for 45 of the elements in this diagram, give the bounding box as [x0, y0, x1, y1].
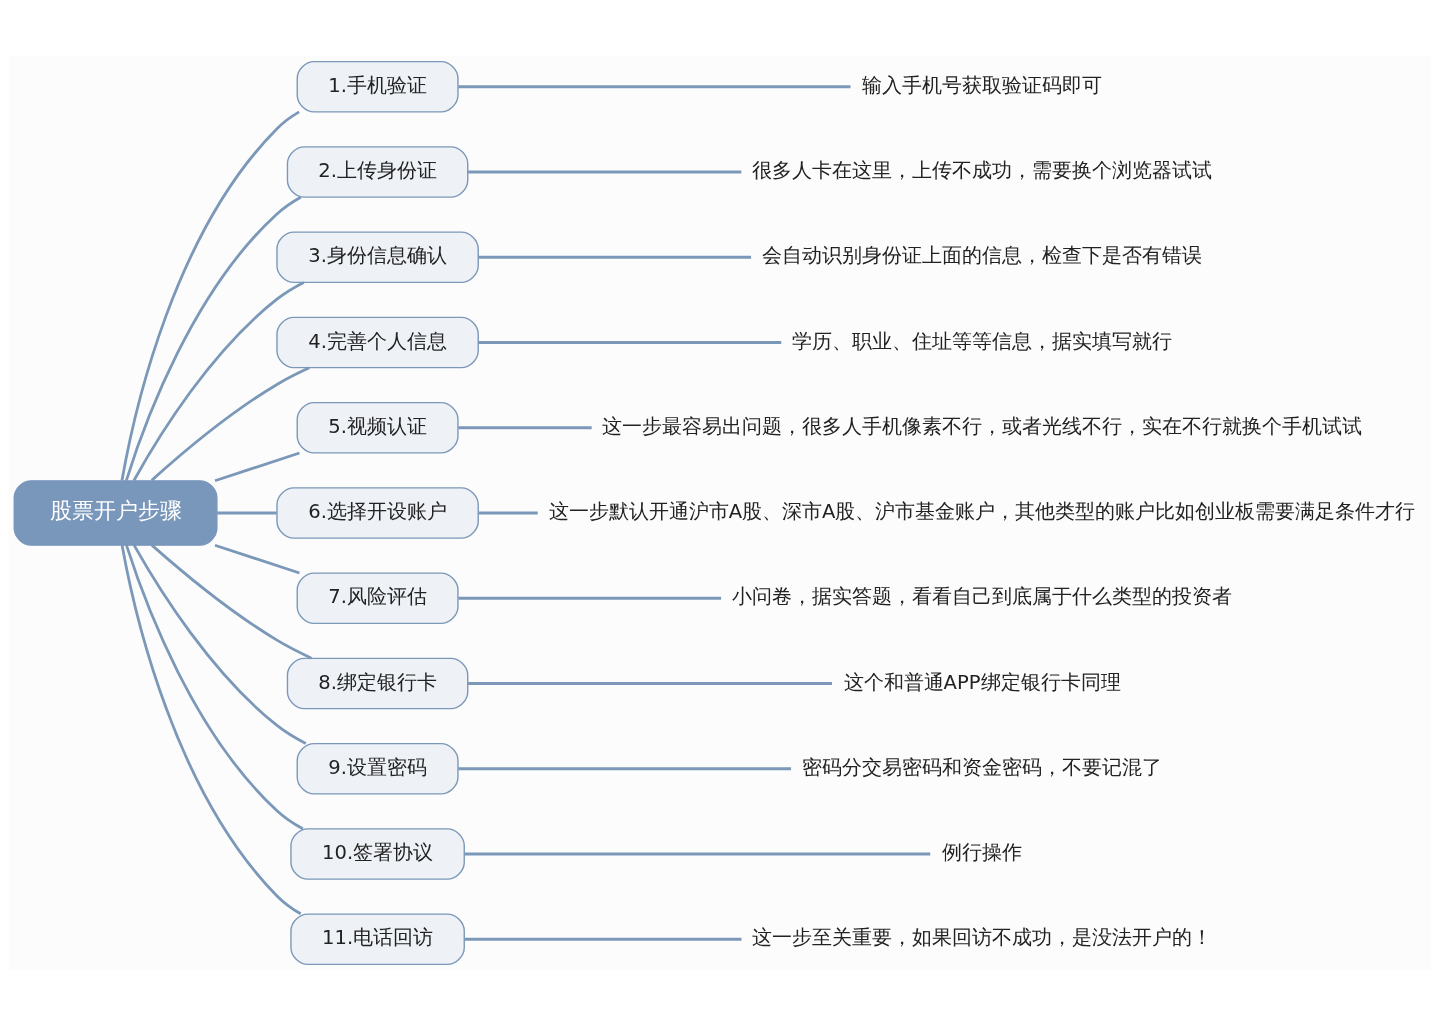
node-text: 这个和普通APP绑定银行卡同理 — [843, 670, 1121, 694]
node-text: 密码分交易密码和资金密码，不要记混了 — [802, 755, 1163, 779]
connector — [217, 511, 277, 514]
connector — [458, 425, 592, 429]
node-text: 输入手机号获取验证码即可 — [862, 73, 1103, 97]
node-text: 这一步至关重要，如果回访不成功，是没法开户的！ — [752, 925, 1213, 949]
connector — [214, 543, 300, 574]
node-box: 10.签署协议 — [290, 827, 465, 880]
node-box: 3.身份信息确认 — [276, 230, 479, 283]
connector — [124, 195, 302, 481]
connector — [458, 84, 851, 88]
node-text: 会自动识别身份证上面的信息，检查下是否有错误 — [762, 243, 1203, 267]
connector — [120, 544, 302, 915]
connector — [125, 544, 304, 830]
connector — [150, 365, 310, 481]
node-box: 股票开户步骤 — [13, 479, 218, 546]
connector — [132, 280, 305, 481]
connector — [467, 170, 742, 173]
connector — [478, 340, 782, 344]
connector — [150, 543, 313, 659]
node-box: 5.视频认证 — [296, 401, 459, 454]
connector — [132, 544, 307, 745]
connector — [464, 937, 742, 941]
connector — [458, 766, 791, 770]
connector — [478, 511, 538, 514]
node-text: 这一步默认开通沪市A股、深市A股、沪市基金账户，其他类型的账户比如创业板需要满足条件才行 — [548, 499, 1416, 523]
connector — [214, 451, 300, 482]
node-box: 6.选择开设账户 — [276, 486, 479, 539]
node-text: 例行操作 — [942, 840, 1023, 864]
node-text: 学历、职业、住址等等信息，据实填写就行 — [792, 329, 1173, 353]
node-text: 很多人卡在这里，上传不成功，需要换个浏览器试试 — [752, 158, 1213, 182]
connector — [464, 852, 931, 855]
connector — [458, 596, 722, 600]
node-box: 2.上传身份证 — [286, 145, 469, 198]
node-box: 4.完善个人信息 — [276, 316, 479, 368]
node-box: 7.风险评估 — [296, 571, 459, 624]
node-text: 小问卷，据实答题，看看自己到底属于什么类型的投资者 — [732, 584, 1233, 608]
node-text: 这一步最容易出问题，很多人手机像素不行，或者光线不行，实在不行就换个手机试试 — [602, 414, 1363, 438]
node-box: 9.设置密码 — [296, 742, 459, 795]
connector — [120, 110, 300, 481]
node-box: 1.手机验证 — [296, 60, 459, 113]
node-box: 8.绑定银行卡 — [286, 657, 469, 709]
connector — [478, 255, 752, 259]
node-box: 11.电话回访 — [290, 912, 465, 965]
connector — [467, 681, 832, 685]
